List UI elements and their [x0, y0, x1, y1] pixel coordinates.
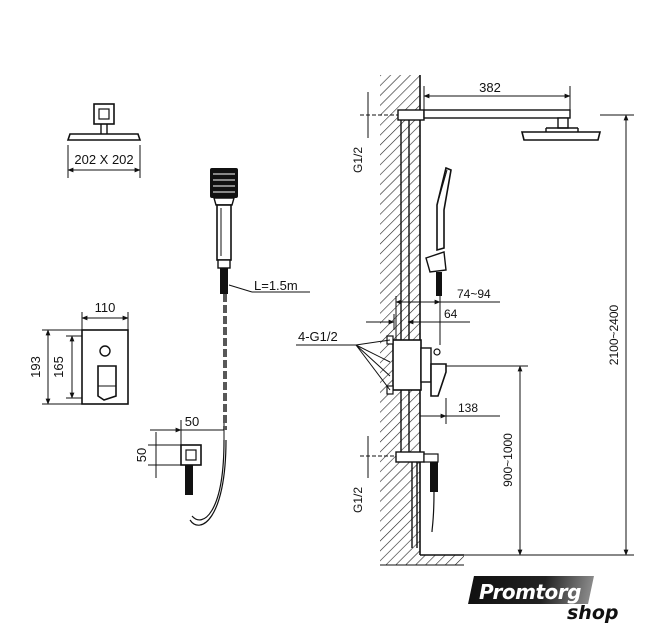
- plate-height-outer-label: 193: [28, 356, 43, 378]
- bottom-thread-label: G1/2: [351, 487, 365, 513]
- concealed-mixer-body: [392, 339, 422, 391]
- hand-shower-side: [436, 166, 452, 252]
- promtorg-shop-logo: Promtorg shop: [468, 576, 631, 628]
- top-thread-label: G1/2: [351, 147, 365, 173]
- elbow-width-label: 50: [185, 414, 199, 429]
- plate-height-inner-label: 165: [51, 356, 66, 378]
- head-size-label: 202 X 202: [74, 152, 133, 167]
- hand-shower-head: [210, 168, 238, 198]
- hand-shower-handle: [216, 204, 232, 261]
- body-inner-label: 64: [444, 307, 458, 321]
- installation-side-view: G1/2 382 74~94 64: [296, 75, 634, 566]
- hand-shower-view: L=1.5m: [189, 168, 310, 526]
- rain-shower-head: [520, 131, 602, 141]
- body-outlets-label: 4-G1/2: [298, 329, 338, 344]
- floor-section: [420, 555, 464, 565]
- logo-brand-text: Promtorg: [479, 580, 581, 604]
- shower-head-view: 202 X 202: [66, 103, 142, 178]
- mixer-plate-view: 110 193 165: [28, 300, 129, 405]
- arm-length-label: 382: [479, 80, 501, 95]
- hose-connector: [220, 268, 228, 294]
- diverter-knob: [99, 345, 111, 357]
- wall-outlet: [395, 451, 425, 463]
- logo-suffix-text: shop: [567, 602, 619, 624]
- elbow-height-label: 50: [134, 448, 149, 462]
- mixer-height-label: 900~1000: [501, 433, 515, 487]
- wall-section: [380, 75, 420, 565]
- body-depth-label: 74~94: [457, 287, 491, 301]
- head-plate: [66, 133, 142, 141]
- head-connector: [93, 103, 115, 125]
- plate-width-label: 110: [95, 300, 116, 315]
- mixer-lever: [97, 365, 117, 401]
- hand-shower-holder: [425, 251, 447, 273]
- wall-elbow: [180, 444, 202, 466]
- lever-reach-label: 138: [458, 401, 478, 415]
- hose-length-label: L=1.5m: [254, 278, 298, 293]
- shower-arm: [423, 109, 571, 119]
- mixer-lever-side: [430, 363, 447, 397]
- wall-elbow-view: 50 50: [134, 414, 225, 495]
- head-height-label: 2100~2400: [607, 304, 621, 365]
